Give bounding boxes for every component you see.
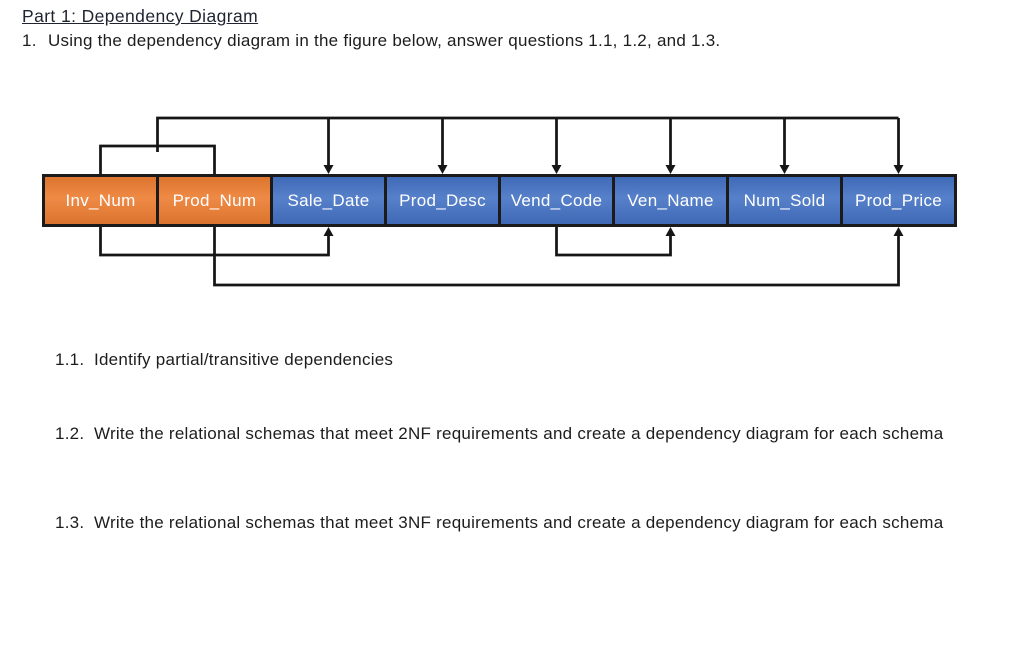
page-title: Part 1: Dependency Diagram: [22, 6, 259, 26]
question-1-2: 1.2. Write the relational schemas that me…: [55, 423, 961, 446]
field-box-prod_desc: Prod_Desc: [384, 174, 501, 227]
question-text: Write the relational schemas that meet 2…: [94, 424, 944, 443]
question-number: 1.3.: [55, 513, 85, 532]
question-1-3: 1.3. Write the relational schemas that me…: [55, 512, 961, 535]
field-label: Sale_Date: [287, 190, 370, 210]
field-label: Num_Sold: [743, 190, 826, 210]
instruction-line: 1. Using the dependency diagram in the f…: [22, 30, 1002, 52]
question-1-1: 1.1. Identify partial/transitive dependen…: [55, 349, 961, 372]
question-text: Write the relational schemas that meet 3…: [94, 513, 944, 532]
field-label: Inv_Num: [65, 190, 136, 210]
question-number: 1.1.: [55, 350, 85, 369]
field-box-prod_num: Prod_Num: [156, 174, 273, 227]
field-box-inv_num: Inv_Num: [42, 174, 159, 227]
field-label: Prod_Price: [854, 190, 943, 210]
question-number: 1.2.: [55, 424, 85, 443]
field-label: Prod_Num: [172, 190, 257, 210]
field-label: Ven_Name: [627, 190, 714, 210]
field-box-num_sold: Num_Sold: [726, 174, 843, 227]
field-label: Vend_Code: [510, 190, 603, 210]
instruction-text: Using the dependency diagram in the figu…: [48, 31, 721, 50]
field-box-vend_code: Vend_Code: [498, 174, 615, 227]
field-box-ven_name: Ven_Name: [612, 174, 729, 227]
field-box-prod_price: Prod_Price: [840, 174, 957, 227]
field-box-sale_date: Sale_Date: [270, 174, 387, 227]
field-label: Prod_Desc: [399, 190, 486, 210]
instruction-number: 1.: [22, 31, 37, 50]
question-text: Identify partial/transitive dependencies: [94, 350, 394, 369]
